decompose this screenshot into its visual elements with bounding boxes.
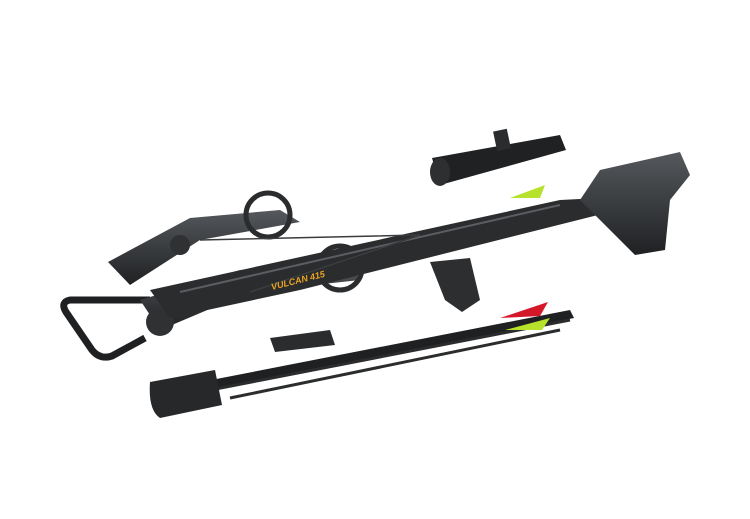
red-fletching: [500, 302, 548, 318]
string: [199, 234, 421, 293]
green-fletching: [505, 318, 550, 330]
grip: [430, 258, 480, 312]
quiver-with-bolts: [149, 302, 574, 418]
stock: [580, 152, 690, 255]
stirrup: [60, 296, 150, 361]
scope: [430, 128, 566, 186]
